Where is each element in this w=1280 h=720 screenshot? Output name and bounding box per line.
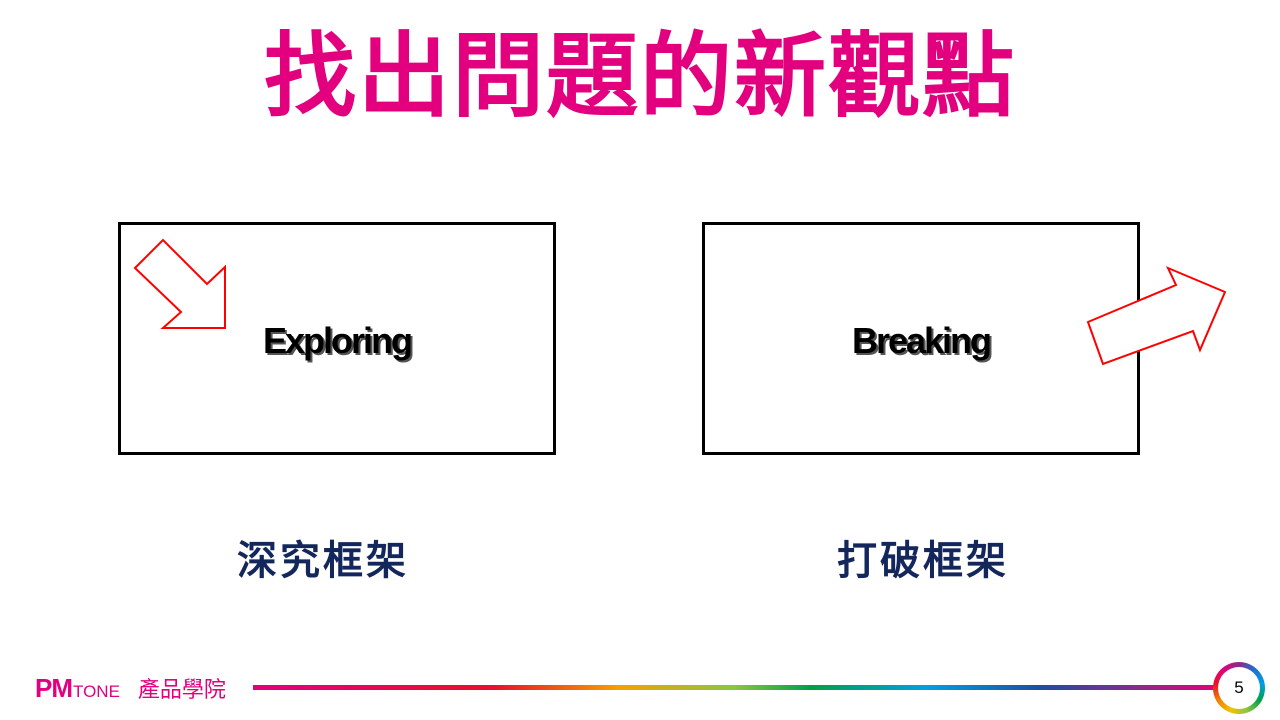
breaking-label: 打破框架 <box>837 538 1009 584</box>
footer-logo: PM TONE 產品學院 <box>35 672 226 704</box>
arrow-down-right-icon <box>133 238 226 329</box>
exploring-label: 深究框架 <box>237 538 409 584</box>
logo-tone: TONE <box>73 682 120 701</box>
exploring-box: Exploring <box>118 222 556 455</box>
exploring-text: Exploring <box>262 320 413 361</box>
arrow-up-right-icon <box>1086 266 1227 366</box>
page-number-badge: 5 <box>1213 662 1265 714</box>
slide-title: 找出問題的新觀點 <box>263 23 1016 130</box>
academy-name: 產品學院 <box>137 677 226 702</box>
logo-pm: PM <box>35 673 73 703</box>
page-number: 5 <box>1218 667 1260 709</box>
breaking-text: Breaking <box>851 320 992 361</box>
rainbow-divider <box>253 685 1215 690</box>
